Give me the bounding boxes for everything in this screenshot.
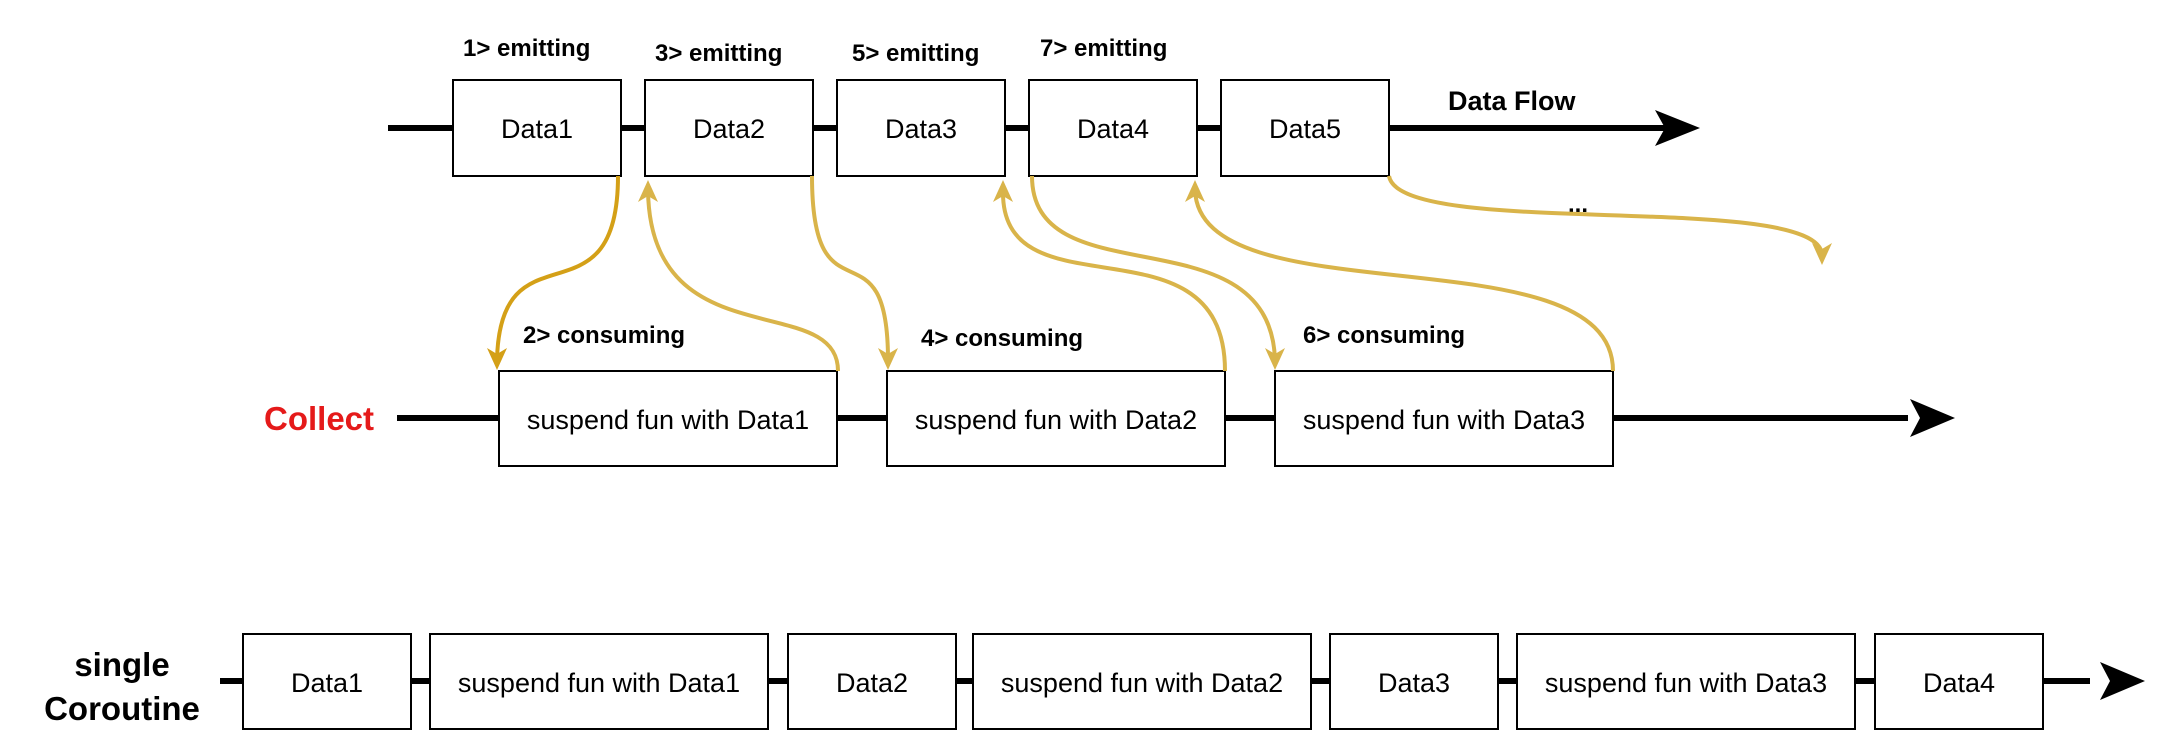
arrow-data5-continuation (1387, 175, 1824, 256)
ellipsis-label: ... (1568, 191, 1588, 218)
arrow-consume3-to-data4 (1193, 189, 1615, 372)
single-box-label: Data1 (291, 668, 363, 698)
single-box-label: Data2 (836, 668, 908, 698)
collect-box-data1: suspend fun with Data1 (498, 370, 838, 467)
arrow-head (487, 348, 507, 370)
single-box-label: suspend fun with Data3 (1545, 668, 1827, 698)
step-label-7-emitting: 7> emitting (1040, 35, 1167, 62)
single-coroutine-label-line1: single (74, 646, 169, 683)
arrow-consume1-to-data2 (646, 189, 840, 372)
arrow-head (1812, 243, 1832, 265)
arrow-head (1265, 348, 1285, 370)
arrow-data1-to-consume1 (495, 175, 620, 361)
step-label-2-consuming: 2> consuming (523, 322, 685, 349)
flow-box-label: Data2 (693, 114, 765, 144)
single-box-label: suspend fun with Data1 (458, 668, 740, 698)
single-box-data1: Data1 (242, 633, 412, 730)
flow-box-label: Data3 (885, 114, 957, 144)
flow-box-data5: Data5 (1220, 79, 1390, 177)
single-box-label: Data3 (1378, 668, 1450, 698)
flow-box-label: Data1 (501, 114, 573, 144)
arrow-head (878, 348, 898, 370)
flow-box-data3: Data3 (836, 79, 1006, 177)
flow-box-label: Data5 (1269, 114, 1341, 144)
single-box-consume1: suspend fun with Data1 (429, 633, 769, 730)
single-box-data4: Data4 (1874, 633, 2044, 730)
single-box-consume2: suspend fun with Data2 (972, 633, 1312, 730)
flow-box-data2: Data2 (644, 79, 814, 177)
single-box-data2: Data2 (787, 633, 957, 730)
flow-box-label: Data4 (1077, 114, 1149, 144)
step-label-5-emitting: 5> emitting (852, 40, 979, 67)
single-box-data3: Data3 (1329, 633, 1499, 730)
arrow-data3-to-consume3 (1030, 175, 1277, 361)
arrow-head (993, 180, 1013, 202)
single-box-label: Data4 (1923, 668, 1995, 698)
collect-box-label: suspend fun with Data3 (1303, 405, 1585, 435)
flow-box-data4: Data4 (1028, 79, 1198, 177)
flow-box-data1: Data1 (452, 79, 622, 177)
data-flow-arrowhead (1655, 110, 1700, 146)
step-label-3-emitting: 3> emitting (655, 40, 782, 67)
collect-box-data3: suspend fun with Data3 (1274, 370, 1614, 467)
data-flow-label: Data Flow (1448, 86, 1577, 116)
collect-label: Collect (264, 400, 374, 437)
single-coroutine-label-line2: Coroutine (44, 690, 200, 727)
single-box-label: suspend fun with Data2 (1001, 668, 1283, 698)
step-label-1-emitting: 1> emitting (463, 35, 590, 62)
collect-arrowhead (1910, 399, 1955, 437)
arrow-consume2-to-data3 (1000, 189, 1227, 372)
step-label-4-consuming: 4> consuming (921, 325, 1083, 352)
arrow-head (1185, 180, 1205, 202)
single-box-consume3: suspend fun with Data3 (1516, 633, 1856, 730)
collect-box-label: suspend fun with Data1 (527, 405, 809, 435)
single-coroutine-arrowhead (2100, 662, 2145, 700)
step-label-6-consuming: 6> consuming (1303, 322, 1465, 349)
arrow-head (638, 180, 658, 202)
collect-box-data2: suspend fun with Data2 (886, 370, 1226, 467)
collect-box-label: suspend fun with Data2 (915, 405, 1197, 435)
arrow-data2-to-consume2 (810, 175, 890, 361)
